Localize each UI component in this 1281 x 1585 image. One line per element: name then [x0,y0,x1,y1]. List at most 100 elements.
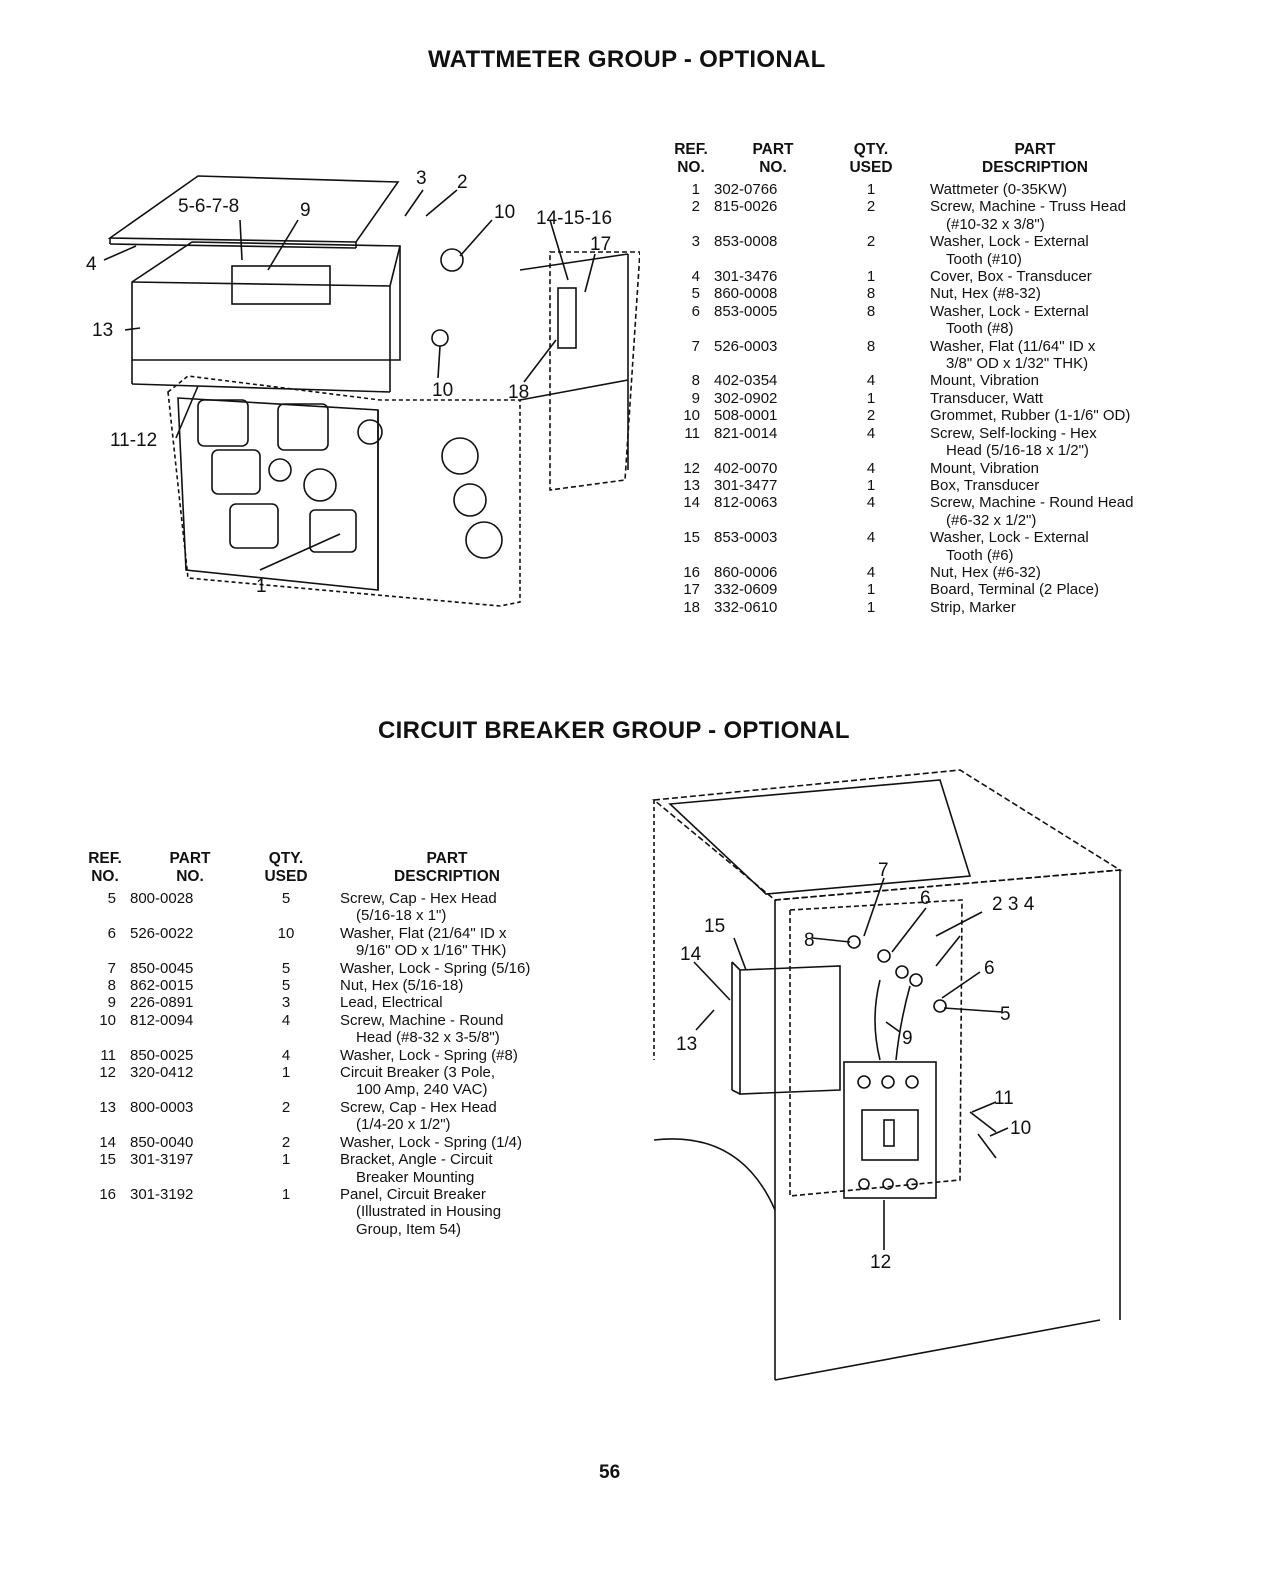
qty-cell: 1 [866,389,876,407]
description-line: Transducer, Watt [930,389,1044,407]
callout-13: 13 [676,1034,697,1055]
description-line: 9/16" OD x 1/16" THK) [356,942,507,960]
description-line: 3/8" OD x 1/32" THK) [946,355,1089,373]
watt-transducer [231,265,331,305]
terminal-board [557,287,577,349]
description-line: Washer, Lock - External [930,529,1089,547]
circuit-breaker-panel [789,899,963,1197]
ref-cell: 5 [691,285,700,303]
callout-10-bottom: 10 [432,380,453,401]
part-number-cell: 302-0902 [714,389,778,407]
part-number-cell: 853-0005 [714,302,778,320]
ref-cell: 2 [691,198,700,216]
part-number-cell: 853-0003 [714,529,778,547]
qty-cell: 1 [281,1064,291,1082]
description-line: (Illustrated in Housing [356,1203,502,1221]
header-ref-no: REF.NO. [674,141,708,176]
part-number-cell: 402-0070 [714,459,778,477]
ref-cell: 3 [691,233,700,251]
description-line: Cover, Box - Transducer [930,268,1092,286]
part-number-cell: 862-0015 [130,977,194,995]
description-cell: Washer, Lock - Spring (5/16) [322,960,572,977]
description-line: Head (#8-32 x 3-5/8") [356,1029,500,1047]
description-line: Tooth (#10) [946,250,1022,268]
description-line: Washer, Lock - External [930,302,1089,320]
description-line: Screw, Machine - Truss Head [930,198,1126,216]
part-number-cell: 301-3476 [714,268,778,286]
description-cell: Screw, Machine - Truss Head(#10-32 x 3/8… [910,198,1160,233]
ref-cell: 9 [107,994,116,1012]
ref-cell: 11 [684,424,700,442]
callout-11-12: 11-12 [110,430,157,451]
description-line: Screw, Machine - Round [340,1011,504,1029]
part-number-cell: 301-3477 [714,476,778,494]
qty-cell: 1 [866,598,876,616]
header-qty-used: QTY.USED [264,850,308,885]
ref-cell: 12 [99,1064,116,1082]
callout-9: 9 [300,200,311,221]
page-number: 56 [599,1462,621,1483]
qty-cell: 4 [866,372,876,390]
description-cell: Strip, Marker [910,599,1160,616]
description-line: Panel, Circuit Breaker [340,1185,486,1203]
callout-6-right: 6 [984,958,995,979]
callout-18: 18 [508,382,529,403]
callout-10: 10 [1010,1118,1031,1139]
description-line: 100 Amp, 240 VAC) [356,1081,488,1099]
part-number-cell: 860-0006 [714,563,778,581]
description-line: Circuit Breaker (3 Pole, [340,1064,496,1082]
description-cell: Screw, Cap - Hex Head(5/16-18 x 1") [322,890,572,925]
callout-10-top: 10 [494,202,515,223]
header-qty-used: QTY.USED [849,141,893,176]
qty-cell: 4 [281,1046,291,1064]
description-line: Screw, Cap - Hex Head [340,890,497,907]
circuit-breaker-group-title: CIRCUIT BREAKER GROUP - OPTIONAL [378,717,850,744]
callout-2: 2 [457,172,468,193]
description-line: Screw, Machine - Round Head [930,494,1134,512]
part-number-cell: 320-0412 [130,1064,194,1082]
description-cell: Board, Terminal (2 Place) [910,581,1160,598]
description-line: Wattmeter (0-35KW) [930,181,1067,198]
description-cell: Cover, Box - Transducer [910,268,1160,285]
callout-17: 17 [590,234,611,255]
circuit-breaker [843,1061,937,1199]
description-cell: Wattmeter (0-35KW) [910,181,1160,198]
qty-cell: 1 [866,581,876,599]
callout-1: 1 [256,576,267,597]
callout-3: 3 [416,168,427,189]
ref-cell: 17 [683,581,700,599]
ref-cell: 16 [99,1185,116,1203]
qty-cell: 4 [281,1011,291,1029]
callout-5-6-7-8: 5-6-7-8 [178,196,239,217]
meter-2 [277,403,329,451]
description-line: (5/16-18 x 1") [356,907,447,925]
part-number-cell: 800-0028 [130,890,194,907]
part-number-cell: 812-0094 [130,1011,194,1029]
description-line: (#6-32 x 1/2") [946,511,1037,529]
description-line: Washer, Lock - External [930,233,1089,251]
part-number-cell: 226-0891 [130,994,194,1012]
ref-cell: 16 [683,563,700,581]
callout-2-3-4: 2 3 4 [992,894,1035,915]
